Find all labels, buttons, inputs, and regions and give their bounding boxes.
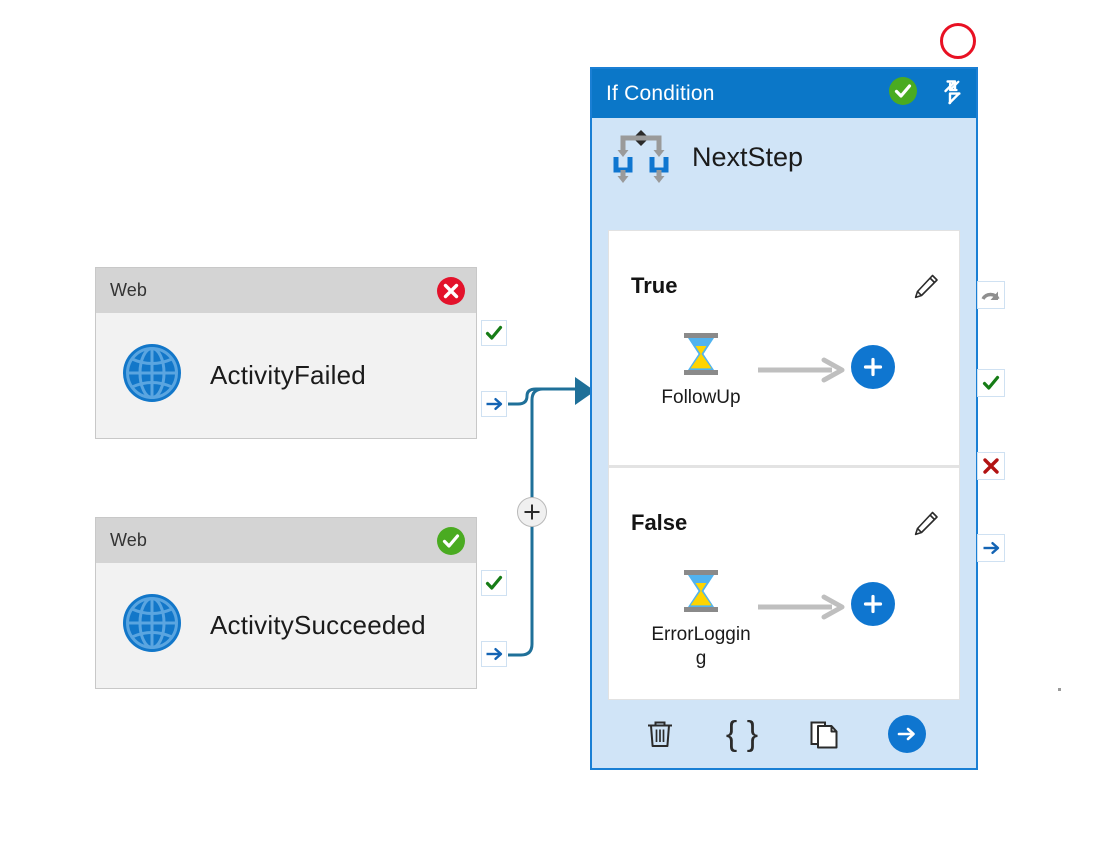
error-circle-icon — [436, 276, 466, 306]
expression-button[interactable]: { } — [724, 716, 760, 752]
branch-false[interactable]: False — [609, 465, 959, 698]
trash-icon — [648, 721, 672, 747]
if-condition-toolbar: { } — [592, 700, 976, 768]
check-icon — [485, 575, 503, 590]
branch-step[interactable]: ErrorLogging — [651, 568, 751, 671]
add-step-button-true[interactable] — [851, 345, 895, 389]
plus-icon — [524, 504, 540, 520]
node-card-header: Web — [96, 268, 476, 313]
add-step-button-false[interactable] — [851, 582, 895, 626]
branch-container: True — [608, 230, 960, 700]
delete-button[interactable] — [642, 716, 678, 752]
globe-icon — [120, 341, 184, 410]
node-card-body: ActivityFailed — [96, 313, 476, 438]
if-condition-icon — [610, 124, 672, 191]
if-condition-activity-row: NextStep — [592, 118, 976, 196]
braces-icon: { } — [725, 715, 759, 753]
duplicate-button[interactable] — [806, 716, 842, 752]
arrow-right-icon — [983, 542, 1000, 554]
plus-icon — [863, 594, 883, 614]
node-card-activity-succeeded[interactable]: Web ActivitySucceeded — [95, 517, 477, 689]
if-condition-card[interactable]: If Condition — [590, 67, 978, 770]
failure-handle-if-condition[interactable] — [977, 452, 1005, 480]
branch-title: False — [631, 510, 688, 535]
retry-handle-if-condition[interactable] — [977, 281, 1005, 309]
next-handle-if-condition[interactable] — [977, 534, 1005, 562]
red-circle-marker — [940, 23, 976, 59]
hourglass-icon — [680, 570, 722, 618]
next-handle-activity-succeeded[interactable] — [481, 641, 507, 667]
node-card-header-title: Web — [110, 280, 147, 300]
hourglass-icon — [680, 333, 722, 381]
if-condition-header: If Condition — [592, 69, 976, 118]
branch-step-name: ErrorLogging — [651, 624, 751, 669]
node-label: ActivitySucceeded — [210, 610, 426, 640]
cross-icon — [983, 458, 999, 474]
check-icon — [982, 375, 1000, 390]
arrow-right-icon — [486, 398, 503, 410]
collapse-diagonal-icon[interactable] — [932, 75, 964, 112]
node-card-header-title: Web — [110, 530, 147, 550]
node-label: ActivityFailed — [210, 360, 366, 390]
success-circle-icon — [436, 526, 466, 556]
flow-arrow-icon — [751, 594, 851, 620]
branch-step-row: FollowUp — [651, 331, 941, 421]
branch-step-row: ErrorLogging — [651, 568, 941, 669]
success-handle-activity-failed[interactable] — [481, 320, 507, 346]
plus-icon — [863, 357, 883, 377]
branch-title: True — [631, 273, 678, 298]
canvas-dot-mark — [1058, 688, 1061, 691]
branch-step-name: FollowUp — [661, 387, 741, 408]
if-condition-title: If Condition — [606, 81, 715, 105]
success-handle-if-condition[interactable] — [977, 369, 1005, 397]
node-card-activity-failed[interactable]: Web ActivityFailed — [95, 267, 477, 439]
success-handle-activity-succeeded[interactable] — [481, 570, 507, 596]
flow-arrow-icon — [751, 357, 851, 383]
branch-step[interactable]: FollowUp — [651, 331, 751, 410]
copy-icon — [810, 721, 838, 749]
if-condition-activity-name: NextStep — [692, 141, 804, 172]
add-link-button[interactable] — [517, 497, 547, 527]
node-card-header: Web — [96, 518, 476, 563]
arrow-right-icon — [486, 648, 503, 660]
run-button[interactable] — [888, 715, 926, 753]
node-card-body: ActivitySucceeded — [96, 563, 476, 688]
check-icon — [485, 325, 503, 340]
branch-true[interactable]: True — [609, 231, 959, 465]
globe-icon — [120, 591, 184, 660]
arrow-right-circle-icon — [897, 727, 915, 741]
pencil-icon[interactable] — [911, 508, 941, 538]
success-circle-icon — [888, 76, 918, 111]
retry-arrow-icon — [981, 291, 1000, 300]
next-handle-activity-failed[interactable] — [481, 391, 507, 417]
pencil-icon[interactable] — [911, 271, 941, 301]
